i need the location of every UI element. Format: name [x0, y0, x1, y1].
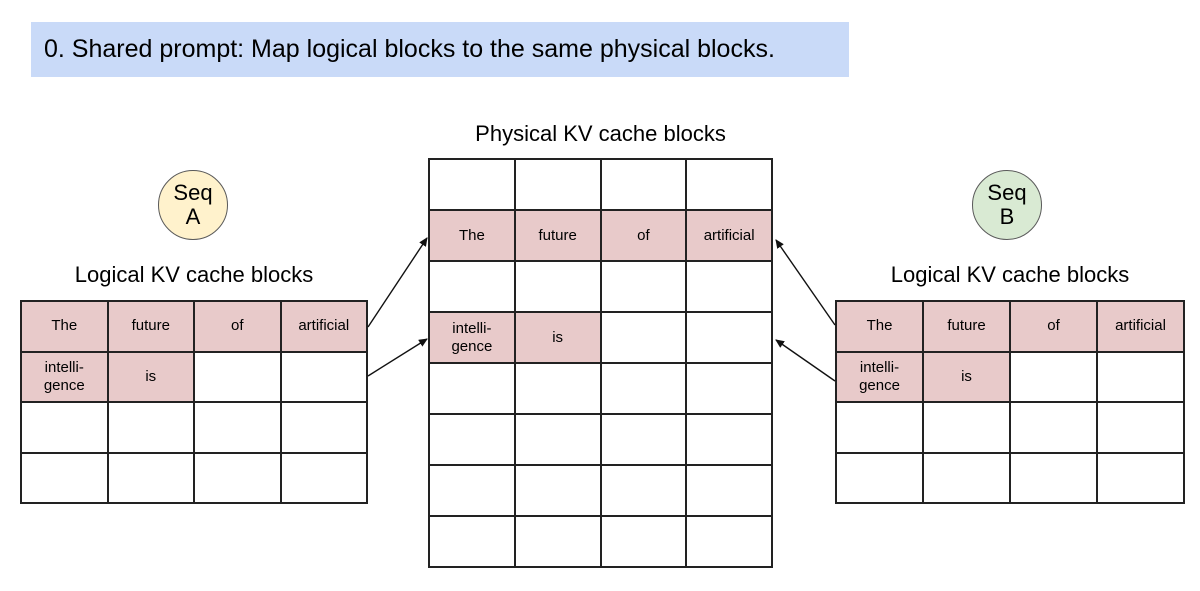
kv-cell: [1010, 351, 1097, 402]
kv-cell: [107, 402, 194, 453]
shared-prompt-banner: 0. Shared prompt: Map logical blocks to …: [31, 22, 849, 77]
seq-b-badge-line1: Seq: [987, 180, 1027, 205]
kv-cell: [194, 351, 281, 402]
kv-cell: [600, 414, 687, 465]
kv-cell: [194, 452, 281, 503]
kv-cell: The: [21, 301, 108, 352]
kv-cell: [600, 261, 687, 312]
arrow-seq-a-block1: [367, 338, 428, 377]
kv-cell: [686, 261, 772, 312]
seq-a-badge-line2: A: [185, 204, 201, 229]
kv-cell: [686, 363, 772, 414]
kv-cell: [429, 465, 515, 516]
kv-cell: [686, 312, 772, 363]
kv-cell: of: [600, 210, 687, 261]
kv-cell: intelli- gence: [836, 351, 923, 402]
kv-cell: [514, 516, 601, 567]
kv-cell: [194, 402, 281, 453]
kv-cell: [429, 261, 515, 312]
kv-cell: [107, 452, 194, 503]
kv-cell: artificial: [686, 210, 772, 261]
kv-cell: [686, 465, 772, 516]
seq-a-logical-table-title: Logical KV cache blocks: [74, 262, 314, 287]
kv-cell: future: [514, 210, 601, 261]
seq-b-logical-table-title: Logical KV cache blocks: [890, 262, 1130, 287]
kv-cell: future: [923, 301, 1010, 352]
kv-cell: of: [194, 301, 281, 352]
arrow-seq-b-block0: [775, 239, 836, 326]
kv-cell: [1097, 402, 1184, 453]
seq-a-badge: Seq A: [158, 170, 228, 240]
kv-cell: [429, 516, 515, 567]
kv-cell: [429, 159, 515, 210]
kv-cell: [923, 402, 1010, 453]
kv-cell: [280, 452, 367, 503]
kv-cell: [1097, 351, 1184, 402]
kv-cell: artificial: [280, 301, 367, 352]
kv-cell: [429, 363, 515, 414]
kv-cell: [836, 452, 923, 503]
kv-cell: [836, 402, 923, 453]
kv-cell: future: [107, 301, 194, 352]
physical-table-title: Physical KV cache blocks: [475, 121, 726, 146]
kv-cell: [514, 465, 601, 516]
kv-cell: is: [107, 351, 194, 402]
seq-a-badge-line1: Seq: [173, 180, 213, 205]
kv-cell: The: [429, 210, 515, 261]
kv-cell: is: [514, 312, 601, 363]
kv-cell: intelli- gence: [21, 351, 108, 402]
seq-b-badge-line2: B: [999, 204, 1015, 229]
kv-cell: [600, 465, 687, 516]
kv-cell: [600, 312, 687, 363]
kv-cell: intelli- gence: [429, 312, 515, 363]
kv-cell: [600, 159, 687, 210]
seq-b-badge: Seq B: [972, 170, 1042, 240]
arrow-seq-a-block0: [367, 237, 428, 328]
kv-cell: [686, 516, 772, 567]
kv-cell: [686, 159, 772, 210]
kv-cell: [600, 516, 687, 567]
kv-cell: [280, 351, 367, 402]
kv-cell: [1097, 452, 1184, 503]
kv-cell: [21, 452, 108, 503]
kv-cell: [600, 363, 687, 414]
kv-cell: [514, 414, 601, 465]
kv-cell: [1010, 452, 1097, 503]
kv-cell: [686, 414, 772, 465]
kv-cell: [280, 402, 367, 453]
kv-cell: of: [1010, 301, 1097, 352]
kv-cell: [514, 261, 601, 312]
kv-cell: [514, 159, 601, 210]
kv-cell: [514, 363, 601, 414]
kv-cell: is: [923, 351, 1010, 402]
kv-cell: artificial: [1097, 301, 1184, 352]
kv-cell: [429, 414, 515, 465]
kv-cell: [21, 402, 108, 453]
arrow-seq-b-block1: [775, 339, 836, 382]
kv-cell: [923, 452, 1010, 503]
kv-cell: [1010, 402, 1097, 453]
kv-cell: The: [836, 301, 923, 352]
